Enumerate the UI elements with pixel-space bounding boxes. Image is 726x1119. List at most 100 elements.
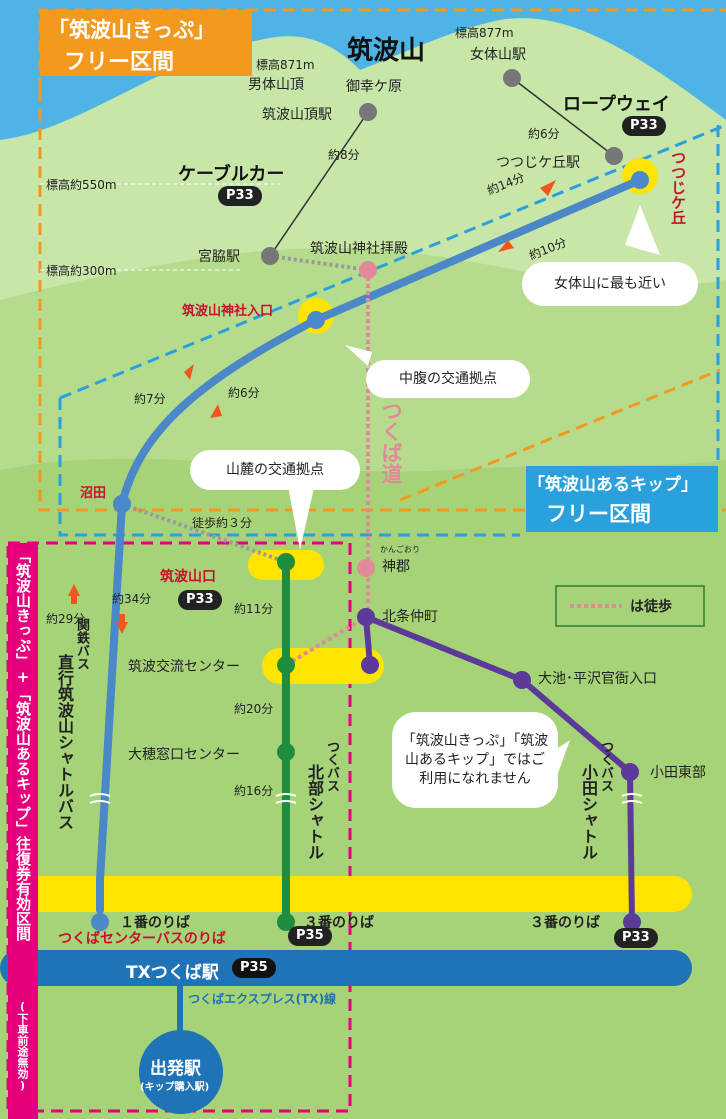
bubble-nyotai-closest: 女体山に最も近い <box>522 262 698 306</box>
stop-3-oda-dot <box>623 913 641 931</box>
koryu-dot <box>277 656 295 674</box>
arukippu-zone-title-line2: フリー区間 <box>546 502 651 526</box>
kippu-zone-title-line1: 「筑波山きっぷ」 <box>48 18 216 42</box>
departure-circle <box>139 1030 223 1114</box>
arukippu-zone-boundary-top <box>59 123 726 400</box>
nyotai-station-label: 女体山駅 <box>470 47 526 63</box>
cable-time: 約8分 <box>328 148 360 162</box>
tsutsujigaoka-stop-dot <box>631 171 649 189</box>
summit-station-dot <box>359 103 377 121</box>
shrine-hall-dot <box>359 261 377 279</box>
oda-page-badge: P33 <box>614 928 658 948</box>
cable-line <box>269 111 369 257</box>
round-trip-zone-title <box>8 543 38 1119</box>
stop-1-label: １番のりば <box>120 915 190 931</box>
ropeway-line <box>511 77 615 157</box>
alt-300-label: 標高約300m <box>46 264 117 278</box>
stop-3-oda-label: ３番のりば <box>530 915 600 931</box>
kandori-label: 神郡 <box>382 559 410 575</box>
arukippu-zone-title-line1: 「筑波山あるキップ」 <box>528 475 698 495</box>
up-7-label: 約7分 <box>134 392 166 406</box>
stop-3-north-dot <box>277 913 295 931</box>
numata-dot <box>113 495 131 513</box>
koryu-highlight <box>262 648 384 684</box>
oda-line-name: 小田シャトル <box>579 764 598 860</box>
walk-miyawaki-shrine <box>269 254 369 272</box>
ropeway-time: 約6分 <box>528 127 560 141</box>
oda-shuttle-route <box>364 614 635 923</box>
min-34-label: 約34分 <box>112 592 152 606</box>
bubble-chufuku: 中腹の交通拠点 <box>366 360 530 398</box>
kantetsu-line-name: 直行筑波山シャトルバス <box>55 654 74 830</box>
kippu-zone-diagonal <box>399 368 721 502</box>
round-trip-note: (下車前途無効) <box>16 1000 29 1092</box>
round-trip-zone-boundary <box>6 541 352 1113</box>
nyotai-station-dot <box>503 69 521 87</box>
min-29-label: 約29分 <box>46 612 86 626</box>
ropeway-label: ロープウェイ <box>563 94 670 115</box>
kandori-dot <box>357 559 375 577</box>
hojo-spur-dot <box>361 656 379 674</box>
cable-label: ケーブルカー <box>178 164 285 185</box>
nyotai-altitude: 標高877m <box>455 26 514 40</box>
tx-page-badge: P35 <box>232 958 276 978</box>
center-page-badge: P35 <box>288 926 332 946</box>
bus-terminal-band <box>20 876 692 912</box>
miyuki-label: 御幸ケ原 <box>346 79 402 95</box>
hojo-label: 北条仲町 <box>382 609 438 625</box>
numata-label: 沼田 <box>80 486 107 501</box>
stop-1-dot <box>91 913 109 931</box>
kantetsu-company: 関鉄バス <box>74 618 89 670</box>
departure-sub-label: (キップ購入駅) <box>140 1082 210 1093</box>
north-line-name: 北部シャトル <box>305 764 324 860</box>
arukippu-zone-boundary-bottom <box>58 398 520 537</box>
odahigashi-label: 小田東部 <box>650 765 706 781</box>
kippu-zone-boundary-left <box>38 90 726 512</box>
oike-label: 大池･平沢官衙入口 <box>538 671 657 687</box>
down-6-label: 約6分 <box>228 386 260 400</box>
kandori-ruby: かんごおり <box>380 545 420 554</box>
bubble-tail-sanroku <box>285 470 318 550</box>
departure-label: 出発駅 <box>150 1059 201 1079</box>
hozumi-dot <box>277 743 295 761</box>
koryu-center-label: 筑波交流センター <box>128 659 240 675</box>
tsutsujigaoka-area-label: つつじケ丘 <box>669 150 687 225</box>
arukippu-zone-title <box>526 466 718 532</box>
shrine-entrance-label: 筑波山神社入口 <box>182 304 274 319</box>
direction-arrows <box>68 180 556 634</box>
tsukuba-michi-label: つくば道 <box>379 400 403 484</box>
walk-3-label: 徒歩約３分 <box>192 516 253 530</box>
kippu-zone-title <box>40 10 252 76</box>
cable-page-badge: P33 <box>218 186 262 206</box>
tsukubasanguchi-label: 筑波山口 <box>160 569 216 585</box>
round-trip-label: 「筑波山きっぷ」+「筑波山あるキップ」往復券有効区間 <box>14 548 32 941</box>
hozumi-label: 大穂窓口センター <box>128 747 240 763</box>
walk-legend-label: は徒歩 <box>630 599 672 615</box>
tx-station-label: TXつくば駅 <box>126 963 219 983</box>
bubble-not-usable: 「筑波山きっぷ」「筑波山あるキップ」ではご利用になれません <box>392 712 558 808</box>
walk-koryu-hojo <box>284 615 368 667</box>
summit-station-label: 筑波山頂駅 <box>262 107 332 123</box>
bubble-sanroku: 山麓の交通拠点 <box>190 450 360 490</box>
bubble-tail-chufuku <box>345 345 372 366</box>
shrine-hall-label: 筑波山神社拝殿 <box>310 241 408 257</box>
ropeway-lower-dot <box>605 147 623 165</box>
tsukubasanguchi-dot <box>277 553 295 571</box>
hojo-dot <box>357 608 375 626</box>
min-11-label: 約11分 <box>234 602 274 616</box>
tx-line-label: つくばエクスプレス(TX)線 <box>188 992 337 1006</box>
ropeway-page-badge: P33 <box>622 116 666 136</box>
tx-band <box>0 950 692 986</box>
nantai-altitude: 標高871m <box>256 58 315 72</box>
min-16-label: 約16分 <box>234 784 274 798</box>
nantai-peak-label: 男体山頂 <box>248 77 304 93</box>
kippu-zone-title-line2: フリー区間 <box>64 50 175 75</box>
north-company: つくバス <box>324 740 339 792</box>
miyawaki-station-dot <box>261 247 279 265</box>
tsutsujigaoka-station-label: つつじケ丘駅 <box>496 155 580 171</box>
walk-numata-sanguchi <box>121 502 287 564</box>
oike-dot <box>513 671 531 689</box>
bubble-tail-nyotai <box>625 205 660 255</box>
center-bus-stop-label: つくばセンターバスのりば <box>58 931 226 947</box>
